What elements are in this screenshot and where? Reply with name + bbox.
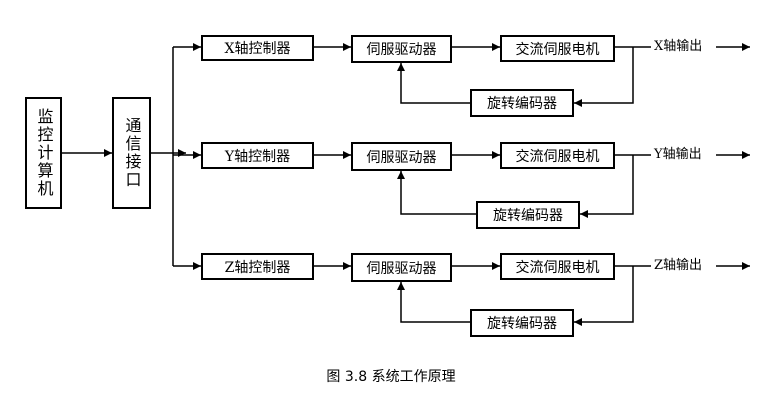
z-feedback-to-driver (397, 282, 470, 323)
y-controller-block: Y轴控制器 (201, 142, 314, 169)
z-encoder-block: 旋转编码器 (470, 309, 574, 337)
y-driver-label: 伺服驱动器 (366, 149, 437, 166)
y-encoder-block: 旋转编码器 (476, 201, 580, 229)
y-driver-block: 伺服驱动器 (351, 142, 452, 171)
x-motor-block: 交流伺服电机 (500, 35, 615, 62)
z-controller-label: Z轴控制器 (224, 259, 291, 276)
z-motor-block: 交流伺服电机 (500, 253, 615, 280)
x-feedback-to-driver (397, 63, 470, 104)
monitor-computer-label: 监控计算机 (34, 108, 54, 198)
z-output-label: Z轴输出 (653, 258, 704, 274)
monitor-computer-block: 监控计算机 (25, 97, 62, 209)
x-motor-label: 交流伺服电机 (515, 41, 600, 58)
comm-interface-block: 通信接口 (112, 97, 151, 209)
z-motor-label: 交流伺服电机 (515, 259, 600, 276)
x-driver-block: 伺服驱动器 (351, 35, 452, 63)
x-output-label: X轴输出 (653, 39, 704, 55)
z-driver-block: 伺服驱动器 (351, 253, 452, 282)
y-feedback-to-encoder (580, 155, 634, 218)
y-feedback-to-driver (397, 171, 476, 215)
z-driver-label: 伺服驱动器 (366, 260, 437, 277)
figure-caption: 图 3.8 系统工作原理 (326, 369, 456, 385)
x-driver-label: 伺服驱动器 (366, 42, 437, 58)
x-controller-block: X轴控制器 (201, 35, 314, 61)
y-motor-block: 交流伺服电机 (500, 142, 615, 169)
z-feedback-to-encoder (574, 266, 634, 326)
comm-interface-label: 通信接口 (122, 117, 142, 189)
y-motor-label: 交流伺服电机 (515, 148, 600, 165)
z-encoder-label: 旋转编码器 (487, 316, 557, 332)
y-output-label: Y轴输出 (653, 147, 703, 163)
x-feedback-to-encoder (574, 47, 634, 107)
x-encoder-label: 旋转编码器 (487, 96, 557, 112)
y-controller-label: Y轴控制器 (224, 148, 291, 165)
x-controller-label: X轴控制器 (224, 41, 291, 57)
y-encoder-label: 旋转编码器 (493, 208, 563, 224)
x-encoder-block: 旋转编码器 (470, 89, 574, 117)
z-controller-block: Z轴控制器 (201, 253, 314, 280)
